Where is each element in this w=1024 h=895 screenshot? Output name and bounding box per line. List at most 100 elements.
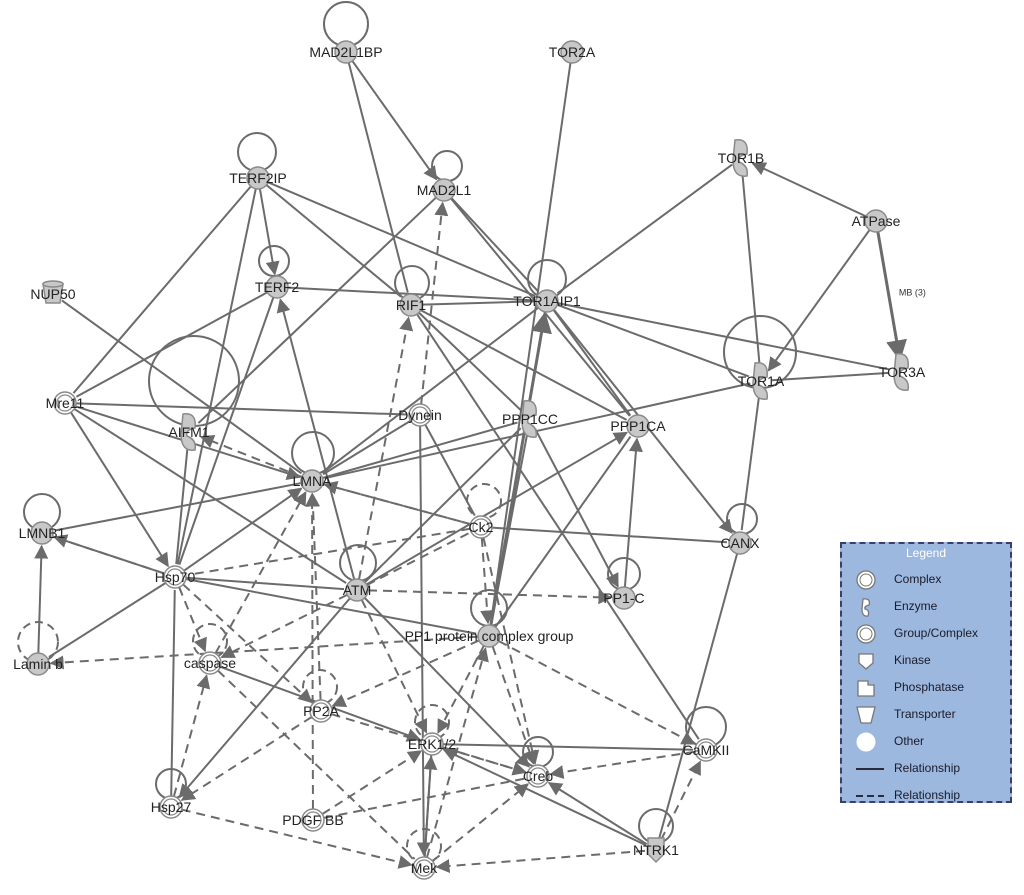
node-label: Mre11 — [46, 395, 85, 411]
node-label: CaMKII — [683, 742, 730, 758]
node-label: Creb — [523, 768, 554, 784]
edge-ntrk1-creb — [547, 782, 648, 846]
group-complex-icon — [856, 624, 876, 644]
node-laminb[interactable]: Lamin b — [13, 652, 63, 676]
edge-atm-pp1-c — [367, 589, 613, 605]
node-label: TOR1AIP1 — [513, 293, 581, 309]
edge-hsp27-mek — [181, 808, 413, 869]
node-ppp1cc[interactable]: PPP1CC — [502, 400, 558, 438]
node-camkii[interactable]: CaMKII — [683, 738, 730, 762]
node-canx[interactable]: CANX — [721, 531, 761, 555]
edge-atm-ppp1ca — [365, 431, 628, 586]
legend-item-solid-line: Relationship — [854, 757, 1010, 781]
node-terf2[interactable]: TERF2 — [255, 275, 300, 299]
node-tor3a[interactable]: TOR3A — [879, 353, 926, 391]
edge-ck2-hsp70 — [187, 527, 471, 576]
edge-pp2a-lmna — [306, 492, 322, 701]
node-lmna[interactable]: LMNA — [293, 469, 333, 493]
node-label: TERF2 — [255, 279, 300, 295]
edge-mre11-dynein — [75, 402, 408, 416]
legend-item-label: Enzyme — [894, 599, 938, 613]
node-hsp27[interactable]: Hsp27 — [151, 795, 192, 819]
edge-atpase-tor1b — [751, 162, 867, 218]
self-loop-terf2ip — [237, 132, 277, 172]
edge-camkii-creb — [549, 750, 696, 780]
edge-pp1-creb — [491, 646, 537, 766]
node-label: TOR2A — [549, 44, 596, 60]
legend-item-label: Relationship — [894, 788, 961, 802]
edge-dynein-mek — [416, 425, 431, 857]
node-label: NTRK1 — [633, 842, 679, 858]
edge-canx-ntrk1 — [658, 553, 739, 838]
complex-icon — [856, 570, 876, 590]
edge-ntrk1-erk12 — [442, 748, 647, 847]
node-hsp70[interactable]: Hsp70 — [155, 565, 196, 589]
node-mre11[interactable]: Mre11 — [46, 391, 85, 415]
solid-line-icon — [856, 768, 884, 770]
edge-hsp27-caspase — [172, 674, 211, 797]
edge-rif1-tor1aip1 — [421, 300, 535, 306]
node-label: PP2A — [303, 703, 339, 719]
node-pdgfbb[interactable]: PDGF BB — [282, 808, 344, 832]
edge-erk12-camkii — [442, 743, 694, 751]
node-terf2ip[interactable]: TERF2IP — [229, 166, 287, 190]
node-tor1a[interactable]: TOR1A — [738, 362, 785, 400]
edge-pp1-laminb — [49, 635, 479, 670]
legend-item-other: Other — [854, 730, 1010, 754]
node-creb[interactable]: Creb — [523, 764, 554, 788]
edge-tor1b-tor1aip1 — [556, 163, 733, 295]
edge-pp1-pp2a — [331, 639, 480, 707]
edge-ck2-canx — [491, 526, 728, 544]
node-tor1aip1[interactable]: TOR1AIP1 — [513, 289, 581, 313]
kinase-icon — [858, 653, 874, 670]
node-label: LMNB1 — [19, 525, 66, 541]
edge-ck2-creb — [482, 537, 540, 765]
edge-atpase-tor3a — [876, 231, 907, 362]
edge-terf2ip-tor1aip1 — [267, 181, 536, 297]
legend-item-phosphatase: Phosphatase — [854, 676, 1010, 700]
node-label: LMNA — [293, 473, 333, 489]
node-mad2l1[interactable]: MAD2L1 — [417, 178, 472, 202]
edge-ck2-lmna — [323, 480, 471, 526]
dashed-line-icon — [856, 795, 884, 797]
edge-terf2ip-rif1 — [265, 184, 402, 298]
edge-mre11-hsp70 — [70, 411, 169, 568]
node-pp2a[interactable]: PP2A — [303, 699, 340, 723]
node-mek[interactable]: Mek — [411, 856, 438, 880]
node-ppp1ca[interactable]: PPP1CA — [610, 414, 666, 438]
edge-terf2-hsp70 — [178, 297, 275, 566]
node-pp1[interactable]: PP1 protein complex group — [405, 624, 574, 648]
edge-tor1aip1-tor3a — [557, 302, 890, 371]
legend-item-complex: Complex — [854, 568, 1010, 592]
node-rif1[interactable]: RIF1 — [396, 293, 427, 317]
node-pp1-c[interactable]: PP1-C — [603, 586, 645, 610]
node-label: ATPase — [852, 213, 901, 229]
node-erk12[interactable]: ERK1/2 — [408, 732, 456, 756]
node-nup50[interactable]: NUP50 — [30, 280, 76, 304]
node-atpase[interactable]: ATPase — [852, 209, 901, 233]
edge-hsp70-lmnb1 — [53, 534, 165, 575]
edge-aifm1-hsp70 — [175, 442, 189, 565]
legend-item-label: Complex — [894, 572, 942, 586]
edge-hsp70-pp1 — [185, 578, 477, 635]
node-ntrk1[interactable]: NTRK1 — [633, 837, 679, 864]
node-mad2l1bp[interactable]: MAD2L1BP — [309, 40, 383, 64]
node-caspase[interactable]: caspase — [184, 651, 236, 675]
edge-mad2l1-tor1aip1 — [450, 197, 539, 293]
edge-laminb-lmnb1 — [34, 544, 49, 654]
node-atm[interactable]: ATM — [343, 578, 372, 602]
node-tor2a[interactable]: TOR2A — [549, 40, 596, 64]
legend-item-dashed-line: Relationship — [854, 784, 1010, 808]
node-tor1b[interactable]: TOR1B — [718, 139, 764, 177]
node-lmnb1[interactable]: LMNB1 — [19, 521, 66, 545]
edge-terf2ip-mre11 — [72, 185, 252, 394]
edge-dynein-ck2 — [424, 424, 476, 517]
node-dynein[interactable]: Dynein — [398, 403, 442, 427]
edge-hsp70-laminb — [48, 582, 167, 658]
edge-rif1-camkii — [416, 313, 700, 740]
node-label: MAD2L1 — [417, 182, 472, 198]
edge-tor1aip1-lmna — [321, 306, 539, 474]
node-ck2[interactable]: Ck2 — [469, 515, 494, 539]
node-label: Hsp70 — [155, 569, 196, 585]
node-aifm1[interactable]: AIFM1 — [168, 413, 210, 451]
